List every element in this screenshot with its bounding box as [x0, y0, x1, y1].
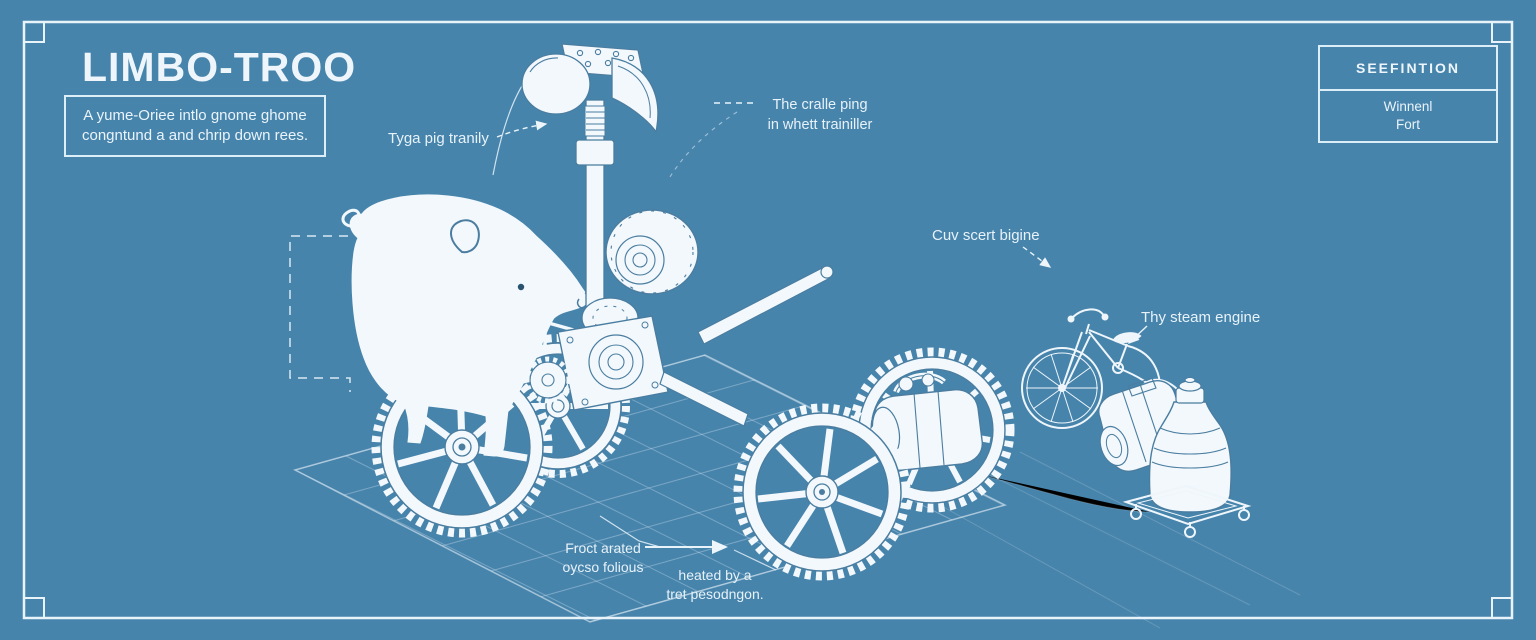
annotation-crane: The cralle ping in whett trainiller	[760, 96, 880, 135]
boiler-jug	[1148, 401, 1232, 513]
pig-eye	[517, 283, 525, 291]
subtitle-line2: congntund a and chrip down rees.	[82, 127, 308, 144]
hammer-assembly	[521, 43, 659, 339]
annotation-heated-line2: tret pesodngon.	[666, 585, 764, 602]
subtitle-box: A yume-Oriee intlo gnome ghome congntund…	[64, 95, 326, 157]
title-block-row2: Fort	[1395, 117, 1420, 132]
rear-axle	[659, 371, 749, 427]
gear-cluster	[524, 209, 699, 411]
subtitle-line1: A yume-Oriee intlo gnome ghome	[83, 106, 307, 124]
annotation-crane-line1: The cralle ping	[772, 97, 868, 113]
annotation-steam: Thy steam engine	[1141, 309, 1261, 326]
annotation-crane-line2: in whett trainiller	[767, 116, 873, 133]
frame-border	[22, 20, 1514, 620]
title-block-header: SEEFINTION	[1320, 47, 1496, 91]
steam-engine	[1098, 376, 1252, 538]
title-block: SEEFINTION Winnenl Fort	[1318, 45, 1498, 143]
handle-rod	[697, 265, 834, 345]
dolly-cart	[1122, 484, 1252, 538]
annotation-heated: heated by a tret pesodngon.	[660, 566, 770, 604]
annotation-engine: Cuv scert bigine	[932, 227, 1040, 244]
pig-ear	[450, 219, 480, 254]
pig-figure	[341, 194, 592, 457]
annotation-front: Froct arated oycso folious	[555, 539, 651, 577]
hammer-blade	[611, 57, 659, 134]
annotation-heated-line1: heated by a	[678, 567, 752, 583]
title-block-body: Winnenl Fort	[1320, 91, 1496, 141]
bike-seat	[1112, 332, 1142, 344]
bicycle	[1021, 308, 1181, 429]
hammer-ball	[521, 53, 591, 115]
title-block-row1: Winnenl	[1383, 98, 1433, 114]
rear-wheel-near	[733, 403, 911, 581]
annotation-front-line2: oycso folious	[562, 558, 644, 575]
page-title: LIMBO-TROO	[82, 44, 357, 90]
annotation-hammer: Tyga pig tranily	[388, 130, 489, 147]
annotation-front-line1: Froct arated	[565, 540, 641, 556]
sketch-lines	[939, 451, 1301, 629]
